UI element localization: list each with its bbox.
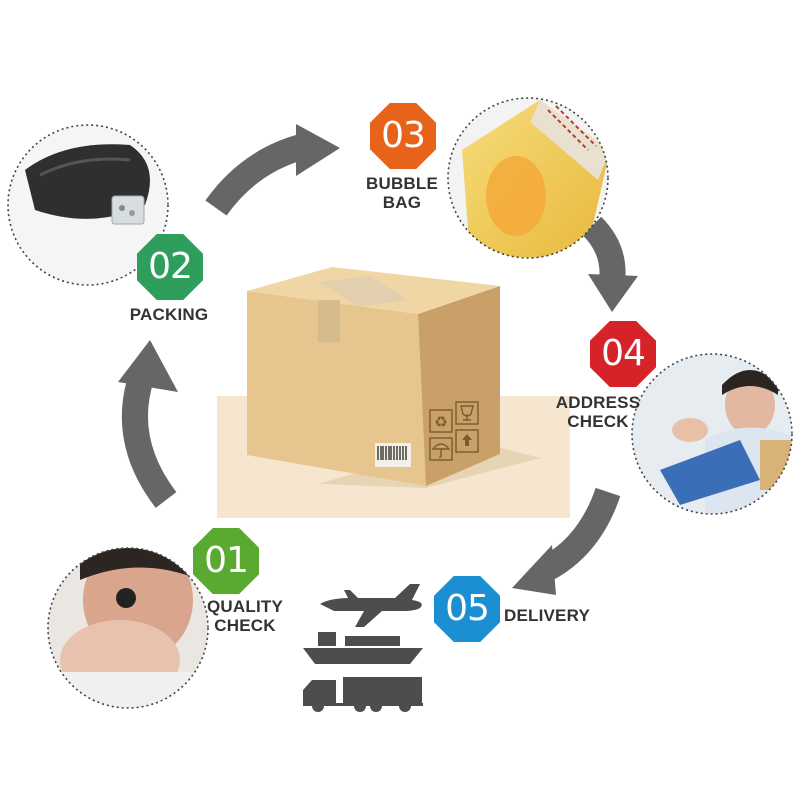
recycle-icon: ♻ <box>429 409 453 433</box>
label-line: CHECK <box>567 412 629 431</box>
truck-icon <box>303 677 423 712</box>
step-03-badge: 03 <box>370 103 436 169</box>
label-line: CHECK <box>214 616 276 635</box>
packing-photo <box>7 124 169 286</box>
octagon-shape <box>193 528 259 594</box>
fragile-glass-icon <box>455 401 479 425</box>
arrow-02-to-03 <box>205 124 340 216</box>
octagon-shape <box>370 103 436 169</box>
octagon-shape <box>590 321 656 387</box>
arrow-01-to-02 <box>118 340 178 508</box>
step-number: 03 <box>381 115 426 156</box>
cardboard-box-illustration: ♻ <box>217 267 570 518</box>
bubble-bag-photo <box>447 97 609 259</box>
label-line: BAG <box>382 193 422 212</box>
arrow-04-to-05 <box>512 487 621 595</box>
step-05-label: DELIVERY <box>502 606 592 625</box>
step-04-badge: 04 <box>590 321 656 387</box>
this-side-up-icon <box>455 429 479 453</box>
cargo-ship-icon <box>303 632 423 664</box>
step-01-badge: 01 <box>193 528 259 594</box>
arrow-03-to-04 <box>582 216 638 312</box>
label-line: PACKING <box>129 305 209 324</box>
octagon-shape <box>434 576 500 642</box>
step-02-badge: 02 <box>137 234 203 300</box>
step-number: 01 <box>204 540 249 581</box>
airplane-icon <box>320 584 422 627</box>
octagon-shape <box>137 234 203 300</box>
label-line: ADDRESS <box>555 393 641 412</box>
step-number: 04 <box>601 333 646 374</box>
quality-check-photo <box>47 547 209 709</box>
umbrella-icon <box>429 437 453 461</box>
step-number: 05 <box>445 588 490 629</box>
barcode-icon <box>375 443 411 467</box>
step-05-badge: 05 <box>434 576 500 642</box>
label-line: BUBBLE <box>365 174 439 193</box>
step-04-label: ADDRESS CHECK <box>548 393 648 431</box>
step-number: 02 <box>148 246 193 287</box>
step-02-label: PACKING <box>124 305 214 324</box>
label-line: DELIVERY <box>504 606 590 625</box>
step-03-label: BUBBLE BAG <box>362 174 442 212</box>
svg-text:♻: ♻ <box>434 413 447 431</box>
label-line: QUALITY <box>206 597 283 616</box>
address-check-photo <box>631 353 793 515</box>
step-01-label: QUALITY CHECK <box>200 597 290 635</box>
